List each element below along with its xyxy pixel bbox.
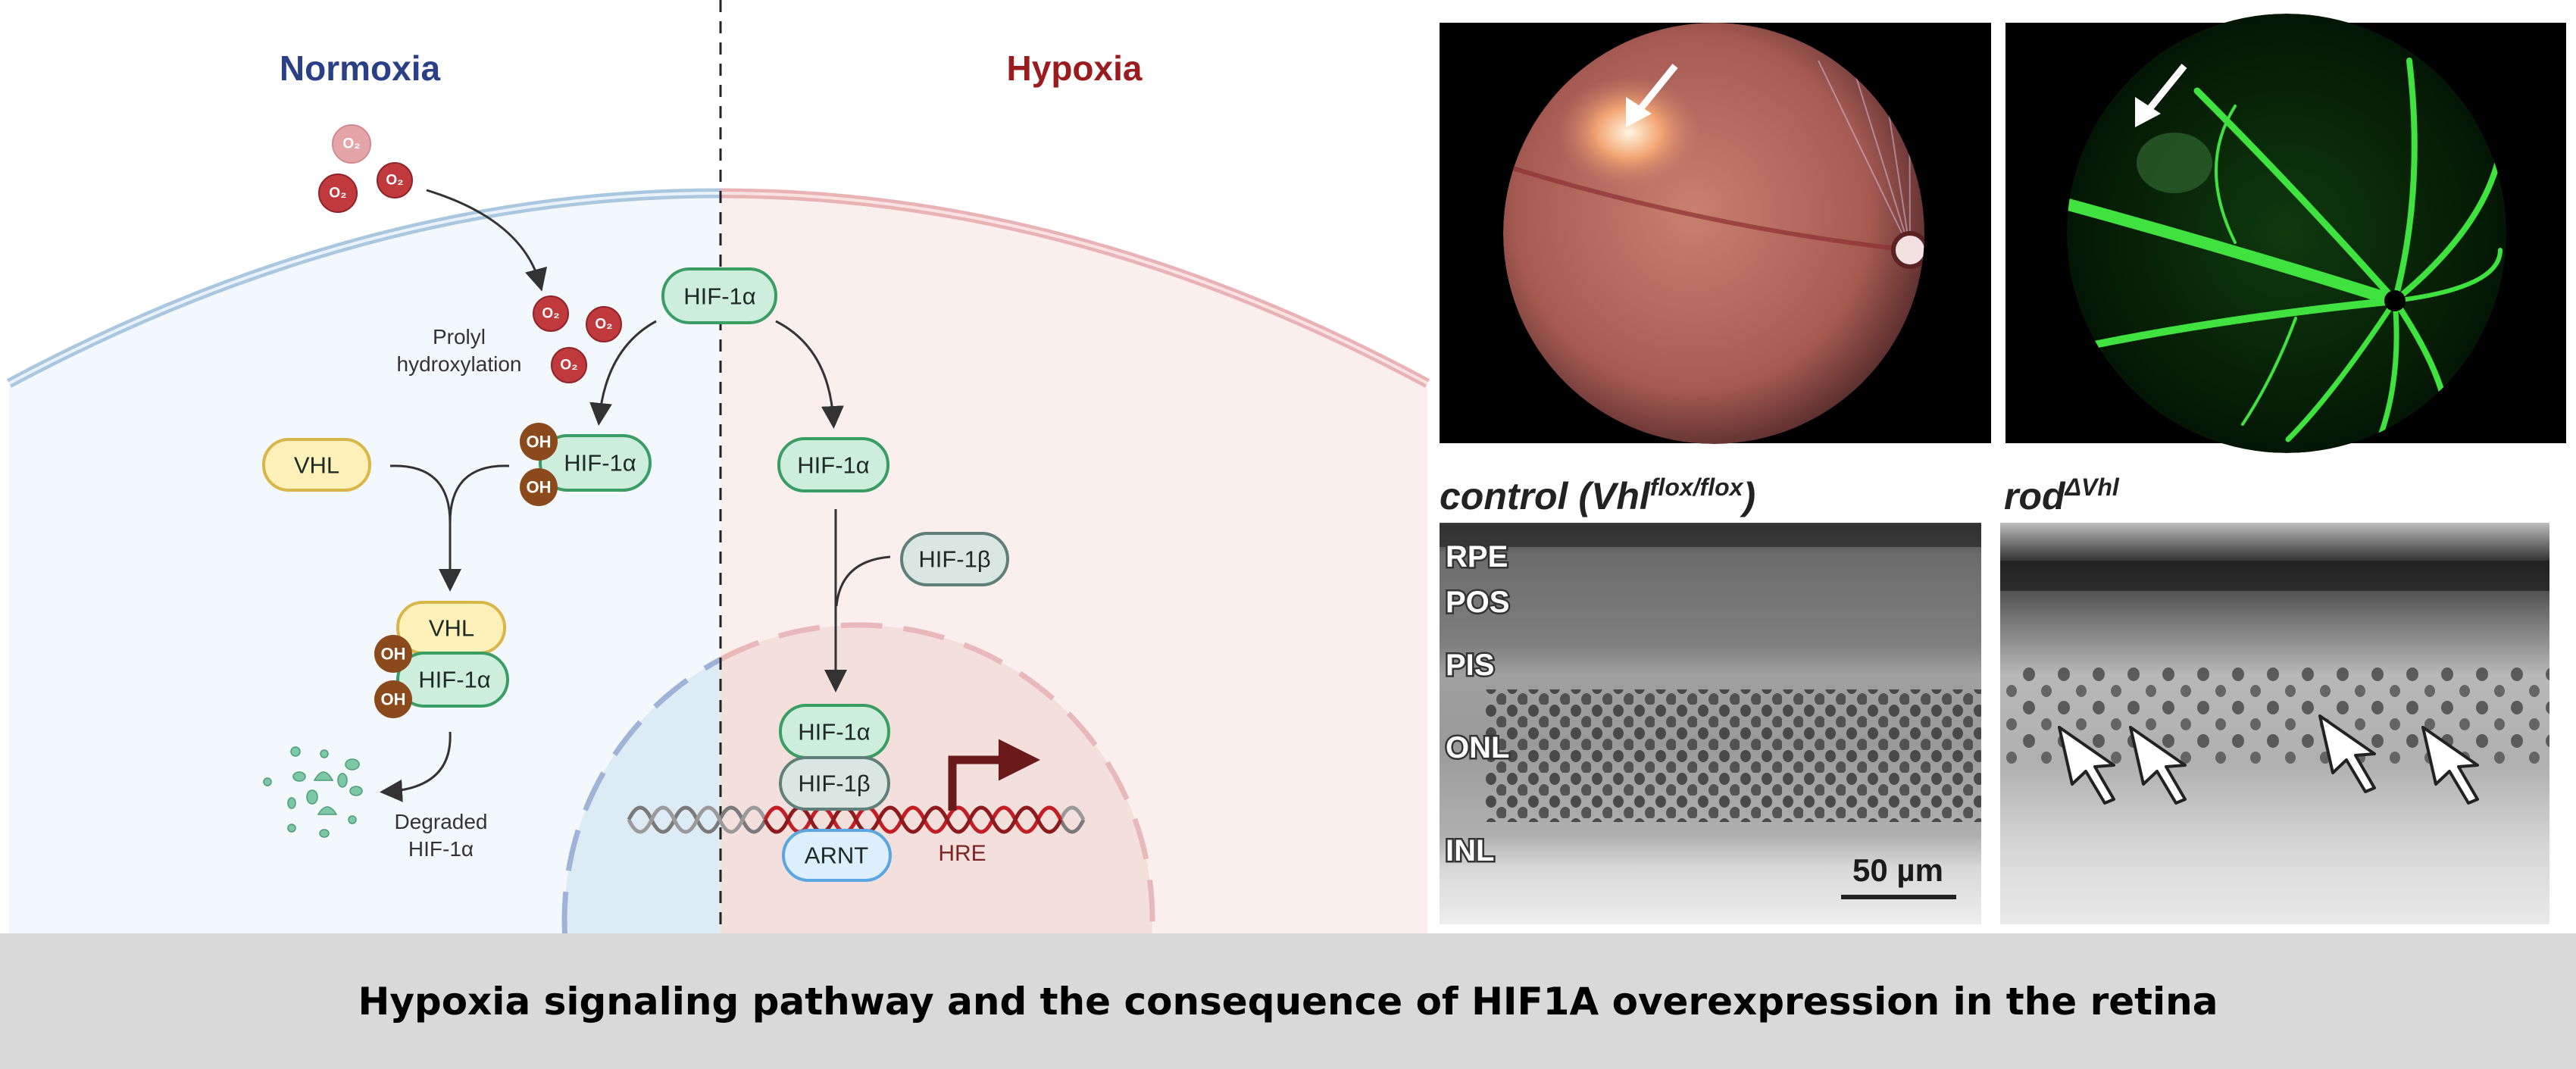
arrow-icon [2058, 726, 2115, 805]
svg-text:HIF-1β: HIF-1β [798, 770, 870, 797]
scale-bar-label: 50 µm [1852, 852, 1943, 888]
hre-label: HRE [938, 841, 986, 866]
prolyl-label-line2: hydroxylation [397, 352, 522, 376]
oh-group: OH [381, 645, 406, 664]
oxygen-molecules: O₂ O₂ O₂ O₂ O₂ O₂ [318, 124, 622, 383]
svg-text:O₂: O₂ [386, 173, 403, 189]
svg-text:O₂: O₂ [329, 186, 346, 202]
hif1b-cytoplasm: HIF-1β [900, 532, 1009, 586]
oh-group: OH [527, 478, 552, 497]
vhl-binding-arrow [389, 464, 510, 585]
oxygen-arrow [426, 189, 548, 292]
control-title: control (Vhlflox/flox) [1440, 474, 1755, 517]
layer-label-inl: INL [1446, 834, 1494, 867]
hif1a-stabilized: HIF-1α [777, 437, 889, 492]
cell-membrane-hypoxia [721, 188, 1430, 388]
svg-text:HIF-1α: HIF-1α [683, 283, 756, 310]
o2-molecule: O₂ [377, 162, 413, 198]
o2-molecule: O₂ [551, 347, 587, 383]
o2-molecule: O₂ [332, 124, 371, 164]
pyknotic-nuclei-arrows [2058, 714, 2479, 805]
o2-molecule: O₂ [586, 306, 622, 342]
svg-text:O₂: O₂ [342, 136, 360, 152]
lesion-arrow-icon [2143, 64, 2187, 116]
arrow-icon [2318, 714, 2376, 793]
arnt-protein: ARNT [782, 829, 892, 882]
svg-text:O₂: O₂ [595, 317, 612, 333]
svg-text:O₂: O₂ [560, 358, 577, 374]
svg-text:ARNT: ARNT [805, 842, 868, 869]
layer-label-rpe: RPE [1446, 540, 1508, 574]
lesion-arrow-icon [1633, 64, 1678, 116]
svg-text:O₂: O₂ [542, 306, 559, 322]
histology-mutant [2000, 523, 2549, 924]
hif1a-cytoplasm: HIF-1α [661, 267, 777, 324]
svg-text:HIF-1β: HIF-1β [918, 546, 990, 573]
rod-vhl-title: rodΔVhl [2004, 474, 2120, 517]
figure-canvas: Normoxia Hypoxia O₂ O₂ O₂ O₂ O₂ O₂ Proly… [6, 0, 2566, 933]
o2-molecule: O₂ [533, 295, 569, 332]
degraded-fragments-icon [263, 746, 363, 838]
layer-label-pis: PIS [1446, 649, 1494, 682]
o2-molecule: O₂ [318, 173, 358, 213]
prolyl-label-line1: Prolyl [433, 325, 486, 349]
caption-bar: Hypoxia signaling pathway and the conseq… [0, 933, 2576, 1069]
svg-text:HIF-1α: HIF-1α [797, 452, 870, 479]
hydroxylated-hif1a: HIF-1α OH OH [520, 423, 652, 506]
dna-helix [627, 805, 1086, 834]
vhl-hif1a-complex: VHL HIF-1α OH OH [374, 601, 509, 718]
arrow-icon [2421, 726, 2479, 805]
oh-group: OH [527, 433, 552, 452]
svg-text:HIF-1α: HIF-1α [418, 667, 491, 693]
svg-text:HIF-1α: HIF-1α [798, 719, 871, 745]
normoxia-title: Normoxia [280, 48, 441, 88]
fundus-photo-control [1440, 23, 1991, 444]
svg-text:HIF-1α: HIF-1α [564, 450, 636, 477]
oh-group: OH [381, 690, 406, 709]
layer-label-pos: POS [1446, 586, 1509, 619]
degraded-label-line2: HIF-1α [408, 837, 474, 861]
degraded-label-line1: Degraded [395, 810, 488, 833]
svg-text:VHL: VHL [429, 615, 474, 642]
vhl-protein: VHL [262, 438, 371, 492]
layer-label-onl: ONL [1446, 731, 1509, 764]
arrow-icon [2129, 726, 2187, 805]
histology-control [1440, 523, 1981, 924]
fundus-angiogram-mutant [2005, 14, 2566, 453]
hydroxylation-arrow [589, 320, 657, 426]
transcription-start-arrow-icon [948, 739, 1040, 811]
svg-text:VHL: VHL [294, 452, 339, 479]
hypoxia-title: Hypoxia [1007, 48, 1143, 88]
stabilization-arrow [775, 320, 844, 429]
hif1b-join-arrow [835, 555, 891, 607]
caption-text: Hypoxia signaling pathway and the conseq… [358, 979, 2218, 1024]
degradation-arrow [380, 731, 452, 802]
hif1-dimer: HIF-1α HIF-1β [779, 704, 890, 811]
